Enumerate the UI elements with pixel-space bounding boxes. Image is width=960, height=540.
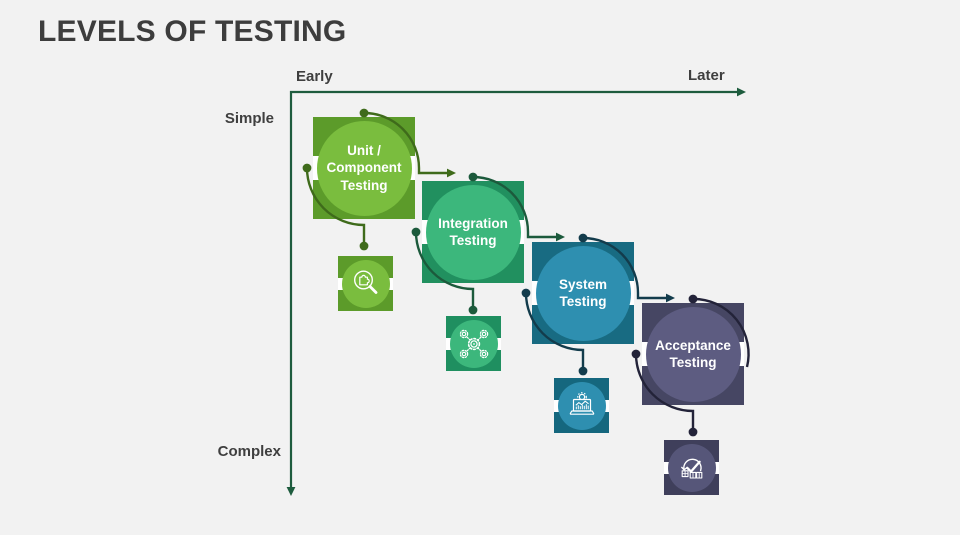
- connector-dot: [521, 288, 531, 298]
- level-block-integration-testing: Integration Testing: [422, 181, 524, 283]
- y-axis-start-label: Simple: [224, 110, 274, 127]
- icon-circle: [557, 381, 606, 430]
- connector-dot: [631, 349, 641, 359]
- y-axis-arrowhead: [286, 487, 296, 496]
- laptop-analytics-gear-icon: [569, 391, 594, 415]
- level-block-system-testing: System Testing: [532, 242, 634, 344]
- x-axis-start-label: Early: [296, 68, 333, 85]
- connector-arrowhead: [556, 232, 565, 242]
- level-label: Integration Testing: [438, 215, 508, 249]
- connector-dot: [359, 241, 369, 251]
- connector-arrowhead: [666, 293, 675, 303]
- connector-dot: [411, 227, 421, 237]
- connector-arrowhead: [447, 168, 456, 178]
- gauge-checkmark-boxes-icon: [680, 458, 702, 479]
- slide-bottom-strip: [0, 535, 960, 540]
- x-axis-end-label: Later: [688, 67, 725, 84]
- icon-tile-integration-testing: [446, 316, 501, 371]
- level-circle: Acceptance Testing: [645, 306, 741, 402]
- connected-gears-icon: [459, 329, 488, 358]
- y-axis-end-label: Complex: [217, 443, 281, 460]
- icon-tile-system-testing: [554, 378, 609, 433]
- icon-circle: [449, 319, 498, 368]
- level-circle: System Testing: [535, 245, 631, 341]
- connector-dot: [468, 305, 478, 315]
- icon-tile-unit-testing: [338, 256, 393, 311]
- connector-dot: [302, 163, 312, 173]
- icon-circle: [341, 259, 390, 308]
- x-axis-arrowhead: [737, 87, 746, 97]
- icon-circle: [667, 443, 716, 492]
- icon-tile-acceptance-testing: [664, 440, 719, 495]
- level-block-unit-component-testing: Unit / Component Testing: [313, 117, 415, 219]
- level-label: System Testing: [558, 276, 608, 310]
- connector-dot: [578, 366, 588, 376]
- level-label: Acceptance Testing: [655, 337, 731, 371]
- level-circle: Integration Testing: [425, 184, 521, 280]
- bug-search-magnifier-icon: [353, 269, 377, 294]
- page-title: LEVELS OF TESTING: [38, 15, 347, 48]
- level-block-acceptance-testing: Acceptance Testing: [642, 303, 744, 405]
- connector-dot: [688, 427, 698, 437]
- level-circle: Unit / Component Testing: [316, 120, 412, 216]
- level-label: Unit / Component Testing: [326, 142, 402, 193]
